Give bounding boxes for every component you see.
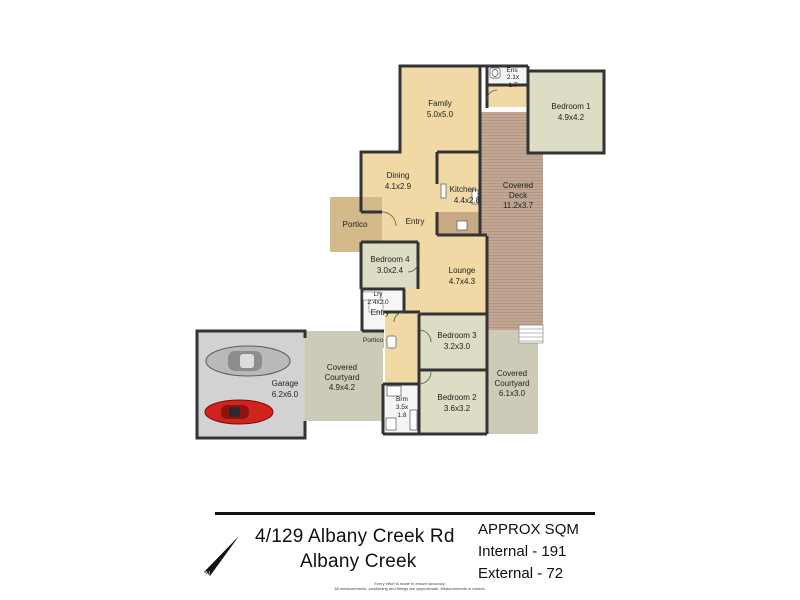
courtyard-left-size: 4.9x4.2 [329, 383, 356, 392]
lounge-floor [405, 236, 487, 330]
bedroom1-size: 4.9x4.2 [558, 113, 585, 122]
footer-rule [215, 512, 595, 515]
courtyard-right-size: 6.1x3.0 [499, 389, 526, 398]
covered-deck-label-a: Covered [503, 181, 533, 190]
dining-label: Dining [387, 171, 410, 180]
covered-deck-floor [480, 112, 543, 330]
covered-deck-label-b: Deck [509, 191, 528, 200]
bedroom3-size: 3.2x3.0 [444, 342, 471, 351]
laundry-size: 2.4x2.0 [367, 299, 389, 306]
address-line-1: 4/129 Albany Creek Rd [255, 526, 455, 547]
laundry-label: Lry [373, 291, 383, 298]
side-entry-label: Entry [371, 308, 390, 317]
bedroom4-floor [361, 242, 418, 289]
kitchen-size: 4.4x2.8 [454, 196, 481, 205]
bathroom-size-a: 3.5x [396, 404, 409, 411]
courtyard-left-floor [305, 331, 383, 421]
garage-size: 6.2x6.0 [272, 390, 299, 399]
bathroom-label: Brm [396, 396, 408, 403]
ensuite-label: Ens [506, 67, 518, 74]
kitchen-label: Kitchen [450, 185, 477, 194]
courtyard-left-label-b: Courtyard [324, 373, 359, 382]
family-size: 5.0x5.0 [427, 110, 454, 119]
courtyard-right-label-b: Courtyard [494, 379, 529, 388]
family-label: Family [428, 99, 452, 108]
bedroom4-label: Bedroom 4 [370, 255, 410, 264]
bedroom1-label: Bedroom 1 [551, 102, 591, 111]
internal-area: Internal - 191 [478, 543, 567, 560]
bedroom2-floor [419, 370, 487, 434]
fixtures [385, 67, 501, 431]
disclaimer-line-2: All measurements, positioning and fittin… [334, 586, 486, 591]
north-arrow-icon: N [204, 536, 239, 578]
north-label: N [205, 571, 210, 578]
stairs [362, 291, 544, 344]
bedroom4-size: 3.0x2.4 [377, 266, 404, 275]
dining-size: 4.1x2.9 [385, 182, 412, 191]
bedroom2-size: 3.6x3.2 [444, 404, 471, 413]
address-line-2: Albany Creek [300, 551, 417, 572]
lounge-label: Lounge [449, 266, 476, 275]
courtyard-right-label-a: Covered [497, 369, 527, 378]
entry-main-label: Entry [406, 217, 425, 226]
silver-car-icon [205, 345, 291, 377]
bedroom1-floor [528, 71, 604, 153]
courtyard-left-label-a: Covered [327, 363, 357, 372]
disclaimer-line-1: Every effort is made to ensure accuracy. [374, 581, 446, 586]
family-floor [400, 66, 480, 152]
external-area: External - 72 [478, 565, 564, 582]
portico-main-label: Portico [343, 220, 368, 229]
door-swings [381, 89, 498, 385]
approx-sqm-heading: APPROX SQM [478, 521, 579, 538]
bedroom3-floor [419, 314, 487, 370]
bedroom3-label: Bedroom 3 [437, 331, 477, 340]
portico-side-label: Portico [363, 337, 384, 344]
family-ext-floor [487, 85, 528, 107]
bathroom-size-b: 1.8 [397, 412, 406, 419]
disclaimer: Every effort is made to ensure accuracy.… [280, 581, 540, 591]
bedroom2-label: Bedroom 2 [437, 393, 477, 402]
walls [195, 64, 606, 440]
covered-deck-size: 11.2x3.7 [503, 201, 534, 210]
lounge-size: 4.7x4.3 [449, 277, 476, 286]
ensuite-size-a: 2.1x [507, 74, 520, 81]
red-car-icon [204, 399, 274, 425]
garage-label: Garage [272, 379, 299, 388]
ensuite-size-b: 1.7 [508, 82, 517, 89]
courtyard-right-floor [487, 330, 538, 434]
